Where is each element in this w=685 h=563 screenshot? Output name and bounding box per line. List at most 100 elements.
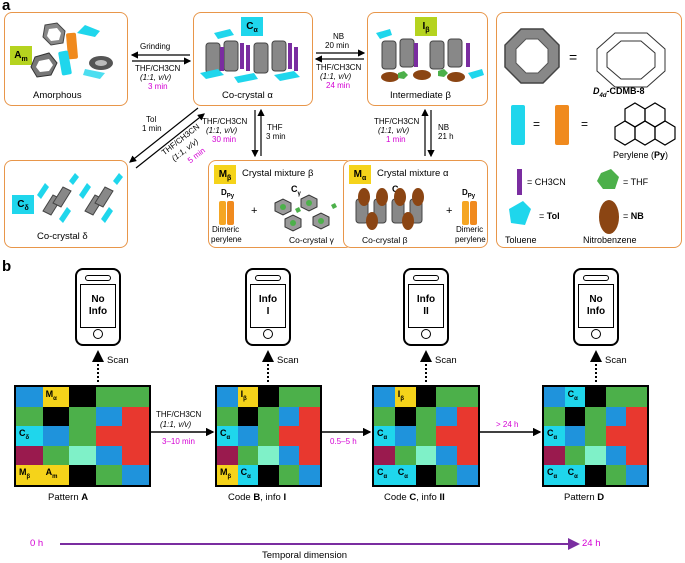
grid-cell (415, 445, 437, 466)
grid-cell-label: Cα (397, 467, 408, 481)
legend-thf: = THF (623, 177, 649, 187)
grid-cell (16, 406, 44, 427)
grid-cell (69, 387, 97, 408)
panel-b-letter: b (2, 258, 12, 275)
dimeric-label-2: Dimeric (456, 225, 484, 234)
grid-cell (374, 426, 396, 447)
grid-cell (217, 406, 239, 427)
grid-cell (299, 426, 321, 447)
timeline-end: 24 h (582, 538, 601, 549)
grid-cell (457, 445, 479, 466)
grid-cell (95, 445, 123, 466)
grid-cell (69, 426, 97, 447)
cond-20min: 20 min (325, 41, 350, 50)
grid-cell (237, 387, 259, 408)
cond-ratio-6: (1:1, v/v) (378, 126, 410, 135)
grid-cell (237, 426, 259, 447)
grid-cell (299, 445, 321, 466)
co-crystal-alpha-molecules (200, 29, 300, 83)
caption-code-c: Code C, info II (384, 492, 445, 503)
mixture-beta-title: Crystal mixture β (242, 168, 314, 179)
grid-cell-label: Mα (45, 389, 57, 402)
cond-ratio-2: (1:1, v/v) (320, 72, 352, 81)
caption-code-b: Code B, info I (228, 492, 287, 503)
grid-cell (585, 426, 607, 447)
grid-cell (16, 426, 44, 447)
co-crystal-delta-caption: Co-crystal δ (37, 231, 88, 242)
grid-cell (122, 445, 150, 466)
grid-cell (457, 387, 479, 408)
grid-cell (299, 406, 321, 427)
grid-cell-label: Mβ (220, 467, 232, 481)
grid-cell-label: Iβ (397, 389, 404, 402)
grid-cell (394, 406, 417, 427)
grid-cell (258, 406, 280, 427)
cond-3min-b: 3 min (266, 132, 286, 141)
cond-24min: 24 min (326, 81, 351, 90)
grid-cell (605, 465, 627, 486)
grid-cell-label: Cα (547, 467, 558, 481)
grid-cell (626, 445, 648, 466)
perylene-label: perylene (211, 235, 242, 244)
legend-nb: = NB (623, 211, 644, 221)
caption-pattern-d: Pattern D (564, 492, 605, 503)
grid-cell (69, 445, 97, 466)
grid-cell (436, 426, 458, 447)
grid-cell (258, 445, 280, 466)
grid-cell (394, 426, 417, 447)
grid-cell (16, 387, 44, 408)
intermediate-beta-tag: Iβ (415, 17, 437, 36)
grid-cell (258, 465, 280, 486)
grid-cell (69, 406, 97, 427)
intermediate-beta-molecules (376, 29, 484, 82)
co-crystal-alpha-caption: Co-crystal α (222, 90, 273, 101)
grid-cell (237, 445, 259, 466)
legend-box: = D4d-CDMB-8 = = Perylene (Py) = CH3CN =… (496, 12, 682, 248)
grid-cell (16, 465, 44, 486)
grid-cell (278, 406, 300, 427)
co-crystal-delta-box: Cδ Co-crystal δ (4, 160, 128, 248)
co-crystal-alpha-box: Cα Co-crystal α (193, 12, 313, 106)
grid-cell (278, 387, 300, 408)
grid-cell (122, 387, 150, 408)
grid-cell (585, 387, 607, 408)
b-arrow2-time: 0.5–5 h (330, 437, 357, 446)
grid-cell (626, 465, 648, 486)
cond-3min: 3 min (148, 82, 168, 91)
co-crystal-gamma-caption: Co-crystal γ (289, 235, 334, 245)
dimeric-label: Dimeric (212, 225, 240, 234)
grid-cell-label: Iβ (240, 389, 247, 402)
grid-cell-label: Cα (377, 428, 388, 441)
mixture-beta-tag: Mβ (214, 165, 236, 184)
grid-cell (16, 445, 44, 466)
grid-cell-label: Cα (220, 428, 231, 441)
panel-a-letter: a (2, 0, 11, 14)
grid-cell (374, 387, 396, 408)
mixture-beta-molecules (219, 194, 337, 232)
grid-cell (436, 387, 458, 408)
legend-compound: D4d-CDMB-8 (593, 86, 645, 99)
grid-cell (605, 387, 627, 408)
grid-cell (605, 426, 627, 447)
timeline-label: Temporal dimension (262, 550, 348, 561)
legend-toluene: Toluene (505, 235, 537, 245)
legend-ch3cn: = CH3CN (527, 177, 566, 187)
co-crystal-beta-caption: Co-crystal β (362, 235, 408, 245)
mixture-alpha-title: Crystal mixture α (377, 168, 449, 179)
grid-cell (626, 426, 648, 447)
dpy-label-2: DPy (462, 188, 476, 200)
grid-cell (544, 387, 566, 408)
panel-a-arrows (129, 49, 435, 169)
grid-cell (626, 387, 648, 408)
b-arrow1-line1: THF/CH3CN (156, 410, 202, 419)
grid-cell (605, 406, 627, 427)
dpy-label: DPy (221, 188, 235, 200)
scan-label-2: Scan (277, 355, 299, 366)
cond-nb: NB (333, 32, 345, 41)
grid-cell-label: Cα (240, 467, 251, 481)
grid-cell (122, 426, 150, 447)
grid-cell-label: Am (45, 467, 58, 481)
